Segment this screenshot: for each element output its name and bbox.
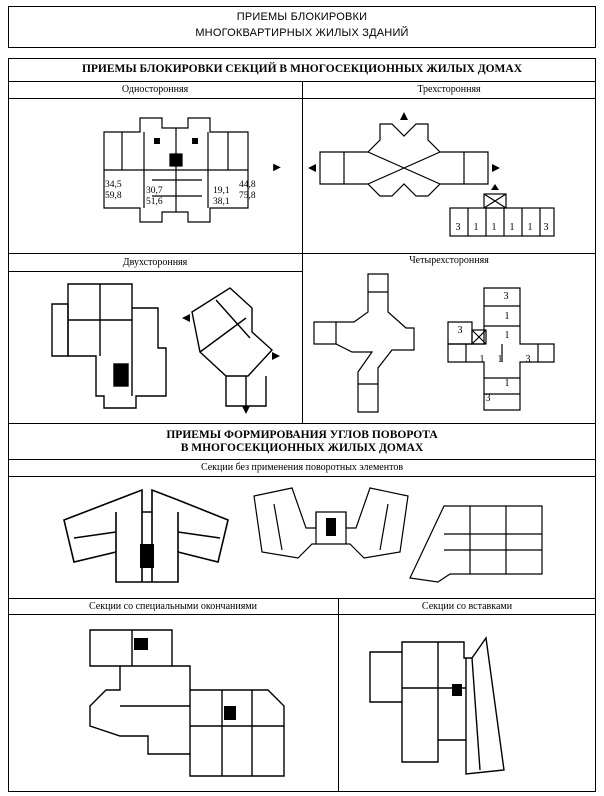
bottom-left-label: Секции со специальными окончаниями bbox=[89, 601, 257, 612]
section-number: 1 bbox=[479, 354, 485, 365]
panel-label-three-sided: Трехсторонняя bbox=[417, 84, 481, 95]
plan-with-inserts bbox=[362, 630, 552, 778]
page-title-line1: ПРИЕМЫ БЛОКИРОВКИ bbox=[236, 11, 368, 23]
panel-label-one-sided: Односторонняя bbox=[121, 84, 189, 95]
area-label: 75,8 bbox=[239, 191, 256, 201]
plan-corner-left bbox=[56, 482, 236, 592]
section-number: 1 bbox=[504, 330, 510, 341]
section2-title-line1: ПРИЕМЫ ФОРМИРОВАНИЯ УГЛОВ ПОВОРОТА bbox=[166, 429, 438, 441]
area-label: 30,7 bbox=[146, 186, 163, 196]
bottom-right-label: Секции со вставками bbox=[421, 601, 513, 612]
plan-three-sided bbox=[308, 112, 588, 252]
area-label: 44,8 bbox=[239, 180, 256, 190]
section-number: 3 bbox=[543, 222, 549, 233]
section2-subtitle: Секции без применения поворотных элемент… bbox=[200, 462, 404, 473]
divider bbox=[8, 614, 596, 615]
arrow-right-icon: ▶ bbox=[273, 162, 281, 173]
plan-two-sided bbox=[40, 278, 300, 416]
divider bbox=[8, 81, 596, 82]
section-number: 1 bbox=[497, 354, 503, 365]
section-number: 3 bbox=[457, 325, 463, 336]
area-label: 38,1 bbox=[213, 197, 230, 207]
panel-label-two-sided: Двухсторонняя bbox=[122, 257, 188, 268]
page-title-line2: МНОГОКВАРТИРНЫХ ЖИЛЫХ ЗДАНИЙ bbox=[195, 27, 409, 39]
divider bbox=[302, 82, 303, 423]
area-label: 59,8 bbox=[105, 191, 122, 201]
section-number: 1 bbox=[504, 378, 510, 389]
divider bbox=[8, 598, 596, 599]
divider bbox=[8, 253, 596, 254]
panel-label-four-sided: Четырехсторонняя bbox=[409, 255, 489, 266]
section-number: 3 bbox=[525, 354, 531, 365]
plan-corner-middle bbox=[246, 484, 416, 574]
divider bbox=[338, 598, 339, 792]
section-number: 1 bbox=[527, 222, 533, 233]
area-label: 19,1 bbox=[213, 186, 230, 196]
section1-title: ПРИЕМЫ БЛОКИРОВКИ СЕКЦИЙ В МНОГОСЕКЦИОНН… bbox=[81, 63, 523, 75]
area-label: 34,5 bbox=[105, 180, 122, 190]
title-box bbox=[8, 6, 596, 48]
plan-corner-right bbox=[408, 500, 558, 588]
plan-four-sided bbox=[306, 272, 596, 422]
section-number: 3 bbox=[455, 222, 461, 233]
main-frame bbox=[8, 58, 596, 792]
divider bbox=[8, 459, 596, 460]
divider bbox=[8, 476, 596, 477]
section-number: 1 bbox=[509, 222, 515, 233]
section-number: 1 bbox=[504, 311, 510, 322]
section-number: 3 bbox=[503, 291, 509, 302]
section2-title-line2: В МНОГОСЕКЦИОННЫХ ЖИЛЫХ ДОМАХ bbox=[180, 442, 424, 454]
section-number: 1 bbox=[491, 222, 497, 233]
section-number: 1 bbox=[473, 222, 479, 233]
plan-one-sided bbox=[92, 110, 262, 230]
divider bbox=[8, 271, 302, 272]
plan-special-endings bbox=[72, 626, 312, 786]
section-number: 3 bbox=[485, 393, 491, 404]
divider bbox=[8, 423, 596, 424]
area-label: 51,6 bbox=[146, 197, 163, 207]
